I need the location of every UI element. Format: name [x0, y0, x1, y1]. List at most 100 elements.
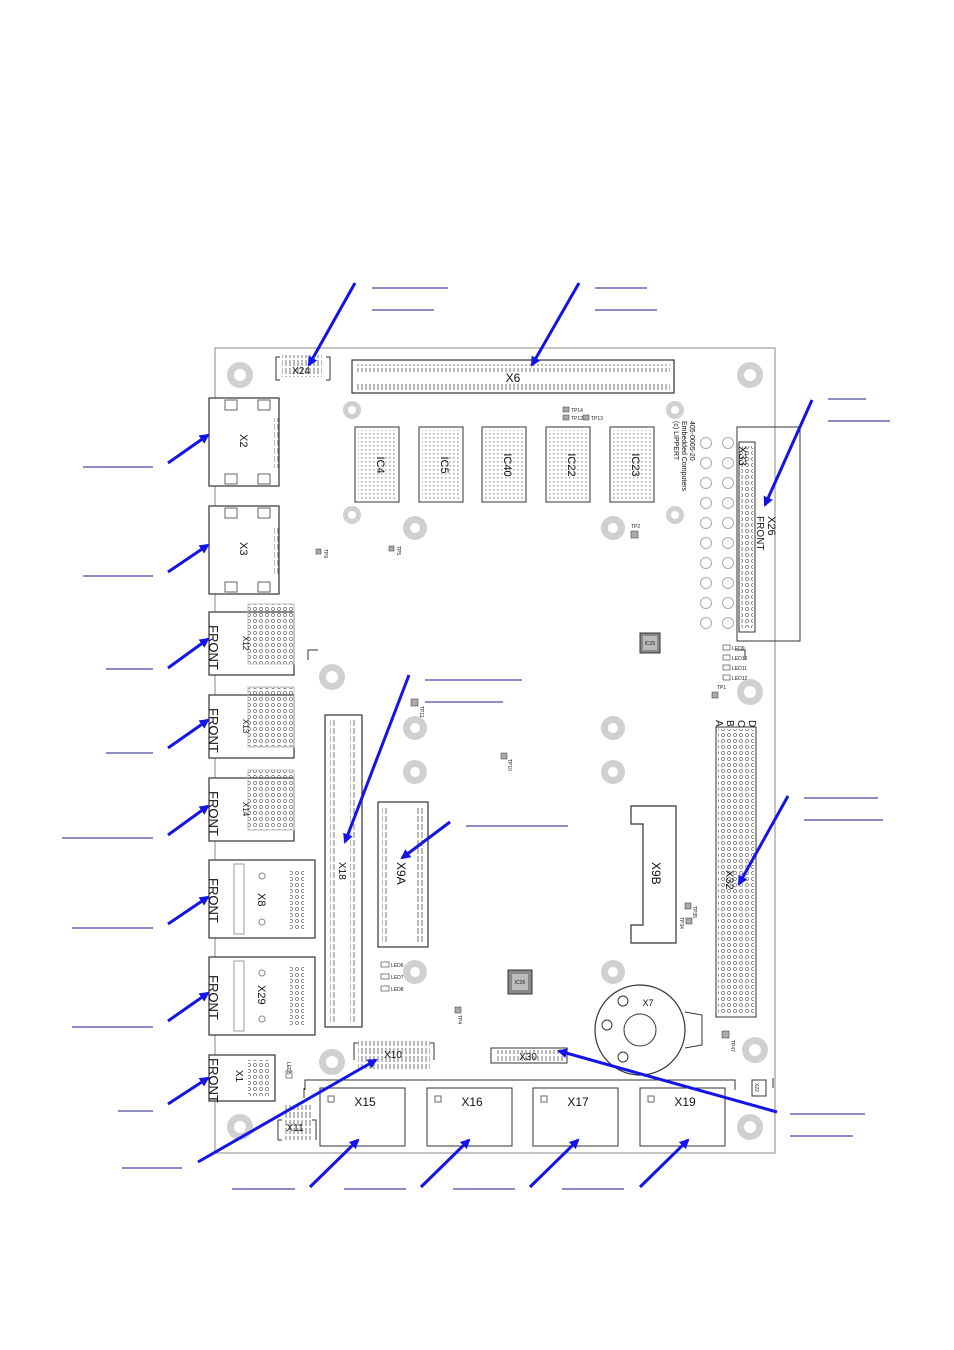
- front-label: FRONT: [206, 708, 221, 753]
- tp-label: TP4: [456, 1015, 462, 1024]
- led-label: LED12: [732, 676, 748, 682]
- arrow: [638, 1138, 690, 1189]
- x32-row-label: C: [735, 720, 746, 727]
- pointer-arrows: [167, 282, 814, 1189]
- arrow: [167, 433, 210, 465]
- test-points-center: TP11 TP10 TP35 TP34 TP4 TP47: [410, 698, 735, 1052]
- copyright-line: 405-0005-20: [688, 421, 695, 461]
- annotation-lines: [62, 287, 890, 1190]
- ic-label: IC5: [438, 456, 450, 473]
- chip-ic26: IC26: [507, 969, 533, 995]
- ic-label: IC22: [565, 453, 577, 476]
- front-label: FRONT: [206, 878, 221, 923]
- connector-id: X12: [241, 636, 250, 651]
- led-label: LED5: [285, 1062, 291, 1075]
- ic-chip: IC22: [545, 426, 591, 503]
- connector-id: X3: [237, 542, 249, 555]
- x19-label: X19: [674, 1095, 696, 1109]
- connector-x9b: X9B: [630, 805, 677, 944]
- arrow: [530, 282, 581, 367]
- arrow: [167, 1076, 210, 1106]
- x32-row-label: B: [724, 720, 735, 727]
- ic-chip: IC4: [354, 426, 400, 503]
- battery-x7: X7: [594, 984, 703, 1076]
- x10-label: X10: [384, 1050, 402, 1061]
- connector-x12: FRONT X12: [206, 603, 295, 676]
- arrow: [400, 820, 451, 860]
- arrow: [737, 795, 790, 886]
- arrow: [763, 399, 814, 507]
- tp-label: TP6: [322, 549, 328, 558]
- led-label: LED7: [391, 975, 404, 981]
- connector-x15: X15: [319, 1087, 406, 1147]
- tp-label: TP2: [631, 524, 640, 530]
- x26-label: X26: [765, 516, 777, 536]
- led-label: LED9: [732, 646, 745, 652]
- connector-id: X2: [237, 434, 249, 447]
- x26-front-label: FRONT: [754, 516, 765, 550]
- connector-id: X14: [241, 802, 250, 817]
- arrow: [197, 1058, 378, 1164]
- connector-x24: X24: [275, 355, 331, 381]
- x17-label: X17: [567, 1095, 589, 1109]
- x16-label: X16: [461, 1095, 483, 1109]
- arrow: [307, 282, 357, 367]
- arrow: [557, 1048, 778, 1114]
- connector-x30: X30: [490, 1047, 568, 1064]
- ic-label: IC40: [501, 453, 513, 476]
- x9b-label: X9B: [649, 862, 663, 885]
- led-label: LED8: [391, 987, 404, 993]
- arrow: [419, 1138, 471, 1189]
- arrow: [308, 1138, 360, 1189]
- led-label: LED6: [391, 963, 404, 969]
- front-label: FRONT: [206, 625, 221, 670]
- connector-x13: FRONT X13: [206, 686, 295, 759]
- tp-label: TP35: [691, 906, 697, 918]
- connector-x3: X3: [208, 505, 280, 595]
- connector-id: X29: [255, 985, 267, 1005]
- x18-label: X18: [336, 862, 347, 880]
- x11-label: X11: [286, 1123, 303, 1134]
- ic25-label: IC25: [645, 641, 656, 647]
- copyright-block: (c) LIPPERT Embedded Computers 405-0005-…: [672, 421, 695, 492]
- x32-row-label: D: [746, 720, 757, 727]
- tp-label: TP11: [418, 706, 424, 718]
- ic-label: IC23: [629, 453, 641, 476]
- test-points-top: TP14 TP12 TP13 TP2 TP5 TP6: [315, 406, 640, 558]
- arrow: [167, 895, 210, 926]
- x24-label: X24: [292, 366, 310, 377]
- ic-label: IC4: [374, 456, 386, 473]
- leds-center: LED6 LED7 LED8: [380, 961, 404, 993]
- connector-x6: X6: [351, 359, 675, 394]
- connector-x29: FRONT X29: [206, 956, 316, 1036]
- ic-chip: IC40: [481, 426, 527, 503]
- tp-label: TP34: [678, 917, 684, 929]
- tp-label: TP5: [395, 546, 401, 555]
- connector-x9a: X9A: [377, 801, 429, 948]
- connector-id: X8: [255, 893, 267, 906]
- led-label: LED10: [732, 656, 748, 662]
- connector-x18: X18: [324, 714, 363, 1028]
- arrow: [528, 1138, 580, 1189]
- pad-column: [700, 437, 734, 629]
- front-label: FRONT: [206, 975, 221, 1020]
- x32-label: X32: [723, 870, 735, 890]
- arrow: [167, 543, 210, 574]
- tp-label: TP47: [729, 1040, 735, 1052]
- arrow: [167, 804, 210, 837]
- corner-marks: [303, 649, 774, 1098]
- copyright-line: Embedded Computers: [680, 421, 687, 492]
- ic-row: IC4 IC5 IC40 IC22 IC23: [354, 426, 655, 503]
- ic-chip: IC23: [609, 426, 655, 503]
- tp-label: TP12: [571, 416, 583, 422]
- x32-row-label: A: [713, 720, 724, 727]
- connector-x2: X2: [208, 397, 280, 487]
- leds-right: LED9 LED10 LED11 LED12 TP1: [711, 644, 748, 699]
- tp-label: TP10: [506, 759, 512, 771]
- x7-label: X7: [642, 998, 653, 1008]
- arrow: [167, 991, 210, 1023]
- arrow: [167, 637, 210, 670]
- connector-x8: FRONT X8: [206, 859, 316, 939]
- led-label: LED11: [732, 666, 747, 672]
